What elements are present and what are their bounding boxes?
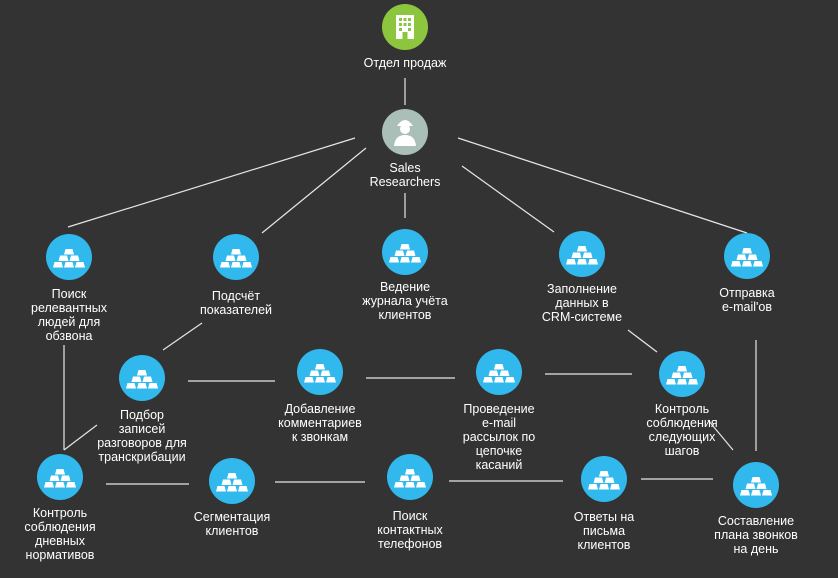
connector-line [162,322,203,351]
connector-line [63,424,98,451]
task-label-t4: Заполнение данных в CRM-системе [541,282,623,324]
connector-line [261,147,367,234]
gold-bars-icon [394,469,426,488]
node-circle [733,462,779,508]
node-label-sales-researchers: Sales Researchers [369,161,441,189]
task-label-t5: Отправка e-mail'ов [719,286,775,314]
gold-bars-icon [44,469,76,488]
task-label-t3: Ведение журнала учёта клиентов [362,280,448,322]
node-circle [119,355,165,401]
node-circle [46,234,92,280]
gold-bars-icon [220,249,252,268]
task-label-t12: Поиск контактных телефонов [377,509,443,551]
gold-bars-icon [304,364,336,383]
task-label-t9: Контроль соблюдения следующих шагов [646,402,718,458]
node-circle [213,234,259,280]
node-circle [387,454,433,500]
task-label-t11: Сегментация клиентов [193,510,271,538]
connector-line [627,329,658,353]
task-node-t10 [37,454,83,500]
node-circle [37,454,83,500]
task-node-t13 [581,456,627,502]
task-node-t11 [209,458,255,504]
node-circle [724,233,770,279]
task-label-t6: Подбор записей разговоров для транскриба… [97,408,187,464]
gold-bars-icon [731,248,763,267]
connector-line [67,137,356,228]
connector-lines [63,78,757,485]
task-label-t10: Контроль соблюдения дневных нормативов [24,506,96,562]
node-sales-researchers [382,109,428,155]
task-node-t8 [476,349,522,395]
task-node-t9 [659,351,705,397]
task-node-t1 [46,234,92,280]
node-circle [476,349,522,395]
task-label-t2: Подсчёт показателей [199,289,273,317]
task-node-t3 [382,229,428,275]
gold-bars-icon [389,244,421,263]
node-circle [209,458,255,504]
task-label-t13: Ответы на письма клиентов [573,510,635,552]
connector-line [461,165,555,233]
building-icon [396,15,414,39]
gold-bars-icon [53,249,85,268]
task-node-t5 [724,233,770,279]
task-label-t1: Поиск релевантных людей для обзвона [31,287,107,343]
task-label-t7: Добавление комментариев к звонкам [278,402,362,444]
task-node-t14 [733,462,779,508]
gold-bars-icon [483,364,515,383]
node-circle [297,349,343,395]
node-circle [659,351,705,397]
node-sales-department [382,4,428,50]
task-node-t4 [559,231,605,277]
node-circle [581,456,627,502]
gold-bars-icon [666,366,698,385]
worker-icon [394,120,416,146]
task-node-t2 [213,234,259,280]
connector-line [457,137,748,234]
gold-bars-icon [126,370,158,389]
gold-bars-icon [588,471,620,490]
diagram-nodes [37,4,779,508]
task-node-t12 [387,454,433,500]
task-label-t14: Составление плана звонков на день [714,514,798,556]
connector-line [707,419,734,451]
gold-bars-icon [566,246,598,265]
task-node-t6 [119,355,165,401]
gold-bars-icon [740,477,772,496]
node-circle [559,231,605,277]
gold-bars-icon [216,473,248,492]
node-circle [382,229,428,275]
task-node-t7 [297,349,343,395]
node-label-sales-department: Отдел продаж [363,56,447,70]
task-label-t8: Проведение e-mail рассылок по цепочке ка… [462,402,536,472]
